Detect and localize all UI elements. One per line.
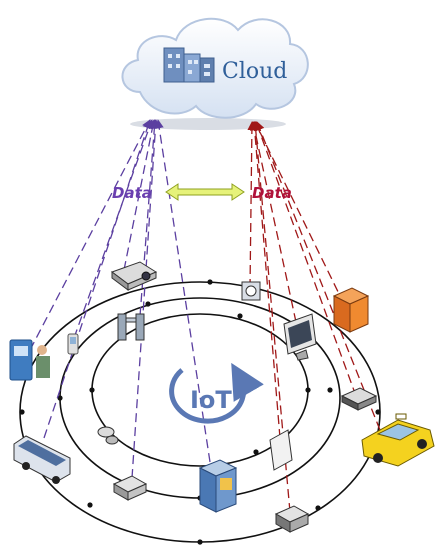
data-label-right: Data [252,184,292,202]
router-icon [340,387,378,411]
handheld-phone-icon [67,333,79,355]
tablet-display-icon [269,429,293,471]
cloud-shape [121,17,309,119]
office-printer-icon [274,505,310,533]
printer-icon [112,475,148,501]
bus-icon [13,435,71,484]
camera-sensor-icon [241,281,261,301]
wearable-sensor-icon [97,426,119,445]
kiosk-icon [9,339,50,381]
taxi-icon [361,413,435,467]
iot-label: IoT [190,386,232,414]
vending-machine-icon [198,459,238,513]
ring-nodes [19,279,381,545]
cycle-arrow-icon [169,362,264,424]
monitor-icon [283,313,317,361]
turnstile-gate-icon [117,313,145,341]
datacenter-buildings-icon [163,47,215,83]
bidirectional-arrow-icon [165,183,245,201]
data-label-left: Data [112,184,152,202]
cloud-shadow [130,118,286,130]
right-data-links [247,121,381,513]
projector-icon [110,261,158,291]
cloud-label: Cloud [222,59,287,84]
server-tower-icon [332,287,370,333]
